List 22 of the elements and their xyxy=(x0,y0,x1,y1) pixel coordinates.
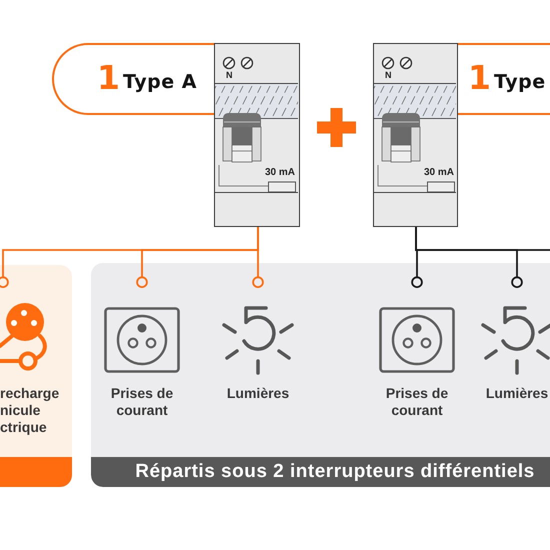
circuit-breaker xyxy=(373,43,458,227)
wire-connector xyxy=(252,227,264,288)
outlet-label: Prises de courant xyxy=(110,385,174,419)
terminal-label: N xyxy=(226,71,232,80)
type-tag xyxy=(458,43,550,115)
type-label: Type A xyxy=(123,73,197,92)
circuit-breaker xyxy=(214,43,300,227)
rating-label: 30 mA xyxy=(265,168,296,178)
quantity-number: 1 xyxy=(97,61,120,94)
lighting-label: Lumières xyxy=(226,385,290,402)
outlet-label: Prises de courant xyxy=(384,385,450,419)
lighting-label: Lumières xyxy=(486,385,548,402)
caption-bar: Répartis sous 2 interrupteurs différentiels xyxy=(91,457,550,487)
charger-label: recharge nicule ctrique xyxy=(0,385,60,436)
quantity-number: 1 xyxy=(468,61,491,94)
wire-connector xyxy=(415,227,550,251)
type-tag xyxy=(52,43,214,115)
type-label: Type xyxy=(494,73,546,92)
rating-label: 30 mA xyxy=(424,168,454,178)
circuits-panel xyxy=(91,263,550,487)
charging-panel xyxy=(0,265,72,487)
terminal-label: N xyxy=(385,71,392,80)
